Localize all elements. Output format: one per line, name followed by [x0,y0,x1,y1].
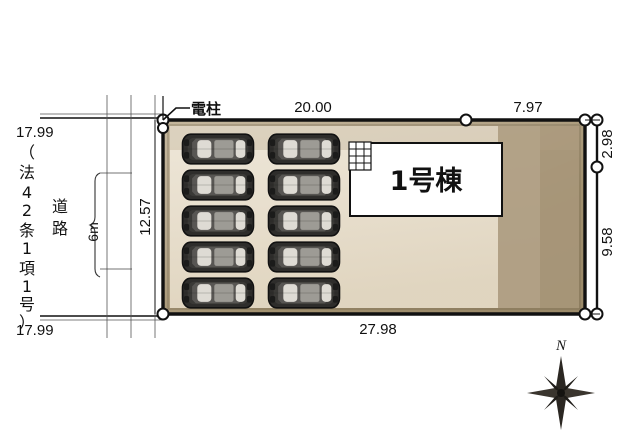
car-symbol [267,277,341,309]
dim-left-top: 17.99 [16,124,54,141]
dimension-bottom [156,307,592,321]
building-label: 1号棟 [390,166,464,197]
dim-left-inner: 12.57 [137,198,154,236]
road-width-label: 6m [85,222,101,241]
road-note-char: ） [19,313,35,332]
pole-label: 電柱 [191,100,221,118]
road-note-char: 法 [19,163,35,182]
dim-left-bottom: 17.99 [16,322,54,339]
road-note-group: （ 法 4 2 条 1 項 1 号 ） 道 路 [19,143,68,332]
dim-right-upper: 2.98 [599,129,616,158]
car-symbol [181,277,255,309]
pole-leader-line [157,96,190,134]
road-note-char: （ [19,143,35,162]
car-symbol [267,169,341,201]
road-note-char: 1 [22,277,32,296]
road-note-char: 2 [22,201,32,220]
road-note-char: 項 [19,259,35,278]
car-symbol [181,241,255,273]
car-symbol [267,241,341,273]
car-symbol [181,169,255,201]
road-word-char: 道 [52,197,68,216]
compass-rose [527,356,595,430]
dim-top-left: 20.00 [294,99,332,116]
road-note-char: 号 [19,295,35,314]
north-label: N [555,338,567,354]
road-word-char: 路 [52,219,68,238]
car-symbol [181,133,255,165]
car-symbol [181,205,255,237]
building-outline [348,141,503,217]
dim-top-right: 7.97 [513,99,542,116]
stairs-icon [348,141,372,171]
dimension-right [585,113,604,321]
road-note-char: 条 [19,221,35,240]
car-symbol [267,133,341,165]
dim-right-lower: 9.58 [599,227,616,256]
road-note-char: 4 [22,183,32,202]
car-symbol [267,205,341,237]
road-note-char: 1 [22,239,32,258]
dim-bottom: 27.98 [359,321,397,338]
